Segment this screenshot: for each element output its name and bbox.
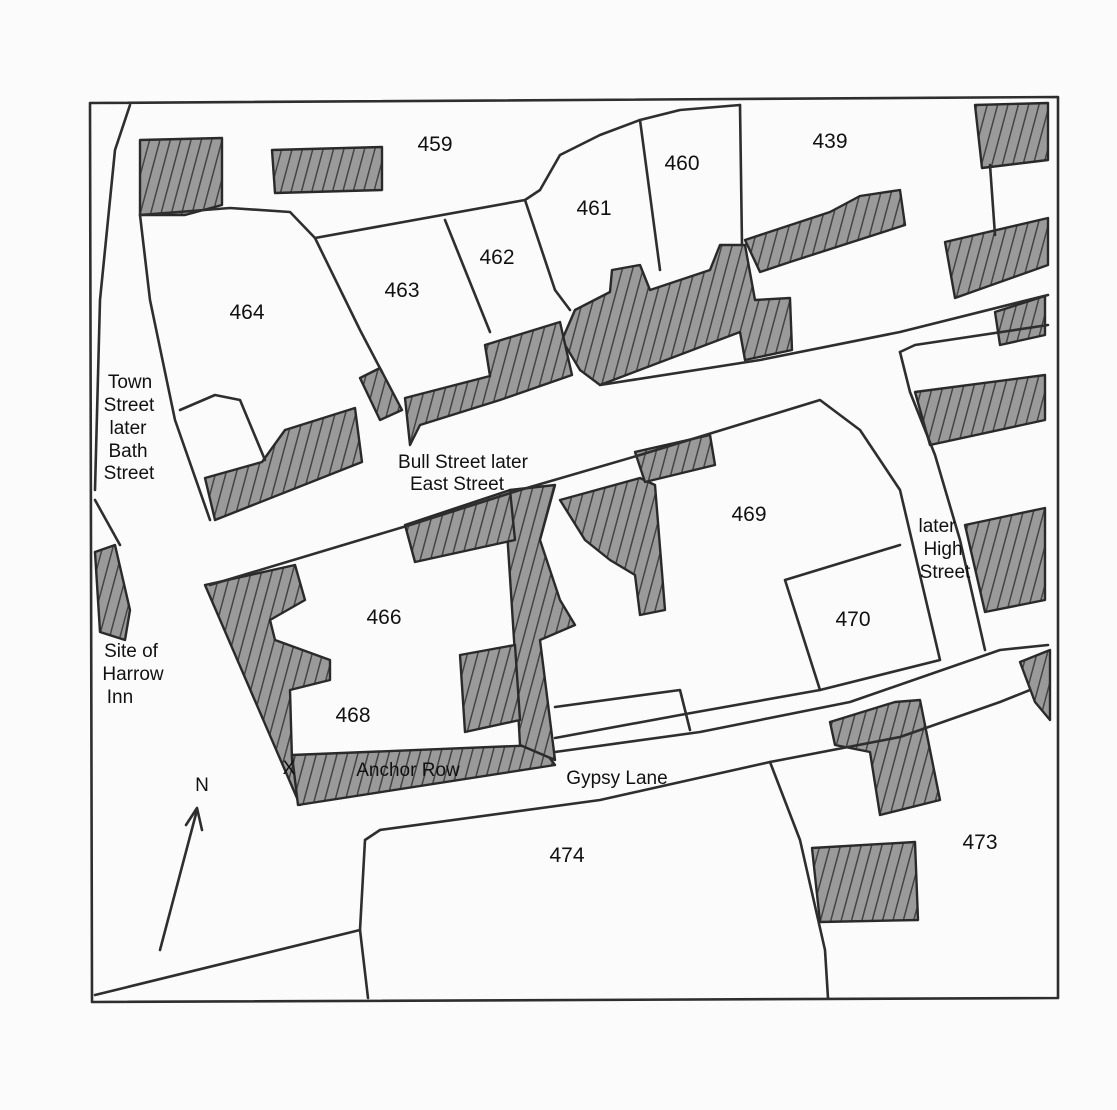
- plot-459: 459: [417, 133, 452, 156]
- building: [828, 698, 942, 817]
- plot-461: 461: [576, 197, 611, 220]
- building: [270, 145, 384, 195]
- north-label: N: [195, 775, 209, 796]
- svg-text:Street: Street: [104, 463, 155, 484]
- building: [943, 216, 1050, 300]
- svg-text:East Street: East Street: [410, 474, 505, 495]
- building: [913, 373, 1047, 447]
- building: [633, 433, 717, 484]
- buildings: [93, 101, 1052, 924]
- svg-text:Street: Street: [104, 395, 155, 416]
- svg-text:Harrow: Harrow: [102, 664, 164, 685]
- building: [963, 506, 1047, 614]
- marker-x: X: [283, 758, 296, 779]
- plot-474: 474: [549, 844, 584, 867]
- building: [358, 366, 404, 422]
- svg-text:High: High: [923, 539, 962, 560]
- north-arrow-icon: [158, 806, 204, 952]
- svg-text:later: later: [919, 516, 957, 537]
- building: [458, 643, 522, 734]
- svg-text:Site of: Site of: [104, 641, 159, 662]
- gypsy-lane-label: Gypsy Lane: [566, 768, 667, 789]
- building: [93, 543, 132, 642]
- building: [403, 320, 574, 447]
- building: [810, 840, 920, 924]
- building: [1018, 648, 1052, 722]
- building: [403, 488, 517, 564]
- map-border: [88, 95, 1060, 1004]
- svg-text:Street: Street: [920, 562, 971, 583]
- harrow-inn-label: Site of Harrow Inn: [102, 641, 164, 708]
- svg-text:later: later: [110, 418, 148, 439]
- building: [743, 188, 907, 274]
- plot-462: 462: [479, 246, 514, 269]
- plot-469: 469: [731, 503, 766, 526]
- plot-439: 439: [812, 130, 847, 153]
- plot-473: 473: [962, 831, 997, 854]
- building: [290, 743, 557, 807]
- town-street-label: Town Street later Bath Street: [104, 372, 155, 484]
- boundaries: [93, 103, 1050, 1000]
- plot-463: 463: [384, 279, 419, 302]
- high-street-label: later High Street: [919, 516, 972, 583]
- plot-466: 466: [366, 606, 401, 629]
- building: [993, 294, 1047, 347]
- svg-text:Bull Street later: Bull Street later: [398, 452, 529, 473]
- plot-464: 464: [229, 301, 264, 324]
- svg-text:Town: Town: [108, 372, 152, 393]
- building: [503, 483, 577, 762]
- anchor-row-label: Anchor Row: [356, 760, 460, 781]
- building: [560, 243, 794, 387]
- svg-text:Bath: Bath: [108, 441, 147, 462]
- building: [973, 101, 1050, 170]
- building: [138, 136, 224, 217]
- svg-text:Inn: Inn: [107, 687, 133, 708]
- bull-street-label: Bull Street later East Street: [398, 452, 529, 495]
- plot-470: 470: [835, 608, 870, 631]
- plot-468: 468: [335, 704, 370, 727]
- plot-460: 460: [664, 152, 699, 175]
- building: [558, 476, 667, 617]
- building: [203, 406, 364, 522]
